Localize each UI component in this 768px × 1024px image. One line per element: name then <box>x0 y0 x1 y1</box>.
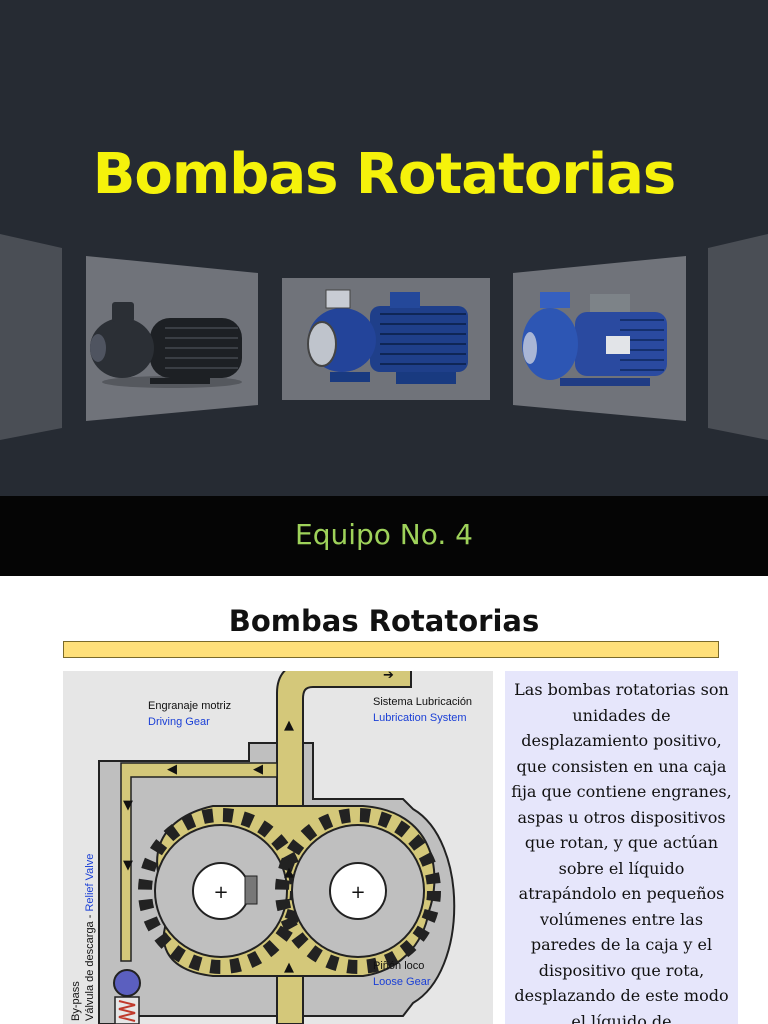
subtitle-band <box>0 496 768 576</box>
loose-gear-label-en: Loose Gear <box>373 976 431 988</box>
gear-pump-drawing: + + ➔ ▲ ◀ ◀ ▼ ▼ ▲ ▲ <box>98 671 456 1024</box>
driving-gear: + <box>138 808 304 974</box>
flow-arrow-down: ▼ <box>123 858 133 873</box>
bypass-channel <box>120 762 278 962</box>
flow-arrow-up: ▲ <box>284 960 294 975</box>
team-label: Equipo No. 4 <box>295 518 473 551</box>
bypass-label: By-pass <box>70 981 82 1021</box>
discharge-pipe <box>276 671 412 807</box>
slide-title: Bombas Rotatorias <box>92 142 677 207</box>
flow-arrow-left: ◀ <box>167 762 177 777</box>
lubrication-label-es: Sistema Lubricación <box>373 696 473 708</box>
title-slide: Bombas Rotatorias <box>0 0 768 576</box>
relief-valve-vertical-label: By-pass Válvula de descarga - Relief Val… <box>69 854 97 1021</box>
driving-gear-label-es: Engranaje motriz <box>148 700 232 712</box>
pump-image-2 <box>307 289 468 384</box>
inlet-pipe <box>276 975 304 1024</box>
valve-label-en: Relief Valve <box>84 853 96 912</box>
flow-arrow-left: ◀ <box>253 762 263 777</box>
loose-gear: + <box>275 808 441 974</box>
svg-text:+: + <box>350 882 365 903</box>
pump-image-1 <box>90 302 242 388</box>
driving-gear-label-en: Driving Gear <box>148 716 210 728</box>
pump-image-3 <box>522 292 667 386</box>
content-slide: Bombas Rotatorias + <box>0 576 768 1024</box>
lubrication-label-en: Lubrication System <box>373 712 467 724</box>
gear-pump-diagram: + + ➔ ▲ ◀ ◀ ▼ ▼ ▲ ▲ <box>63 671 493 1024</box>
relief-valve <box>113 969 141 1024</box>
gallery-panel-left <box>0 234 62 440</box>
description-box: Las bombas rotatorias son unidades de de… <box>505 671 738 1024</box>
flow-arrow-up: ▲ <box>284 718 294 733</box>
svg-text:+: + <box>213 882 228 903</box>
gallery-panel-right <box>708 234 768 440</box>
content-title: Bombas Rotatorias <box>228 604 540 638</box>
flow-arrow-up: ▲ <box>284 865 294 880</box>
description-text: Las bombas rotatorias son unidades de de… <box>511 680 732 1024</box>
flow-arrow-down: ▼ <box>123 798 133 813</box>
loose-gear-label-es: Piñón loco <box>373 960 425 972</box>
title-underline-bar <box>63 641 719 658</box>
pump-gallery <box>0 234 768 440</box>
flow-arrow-right: ➔ <box>383 671 394 683</box>
valve-label-es: Válvula de descarga - <box>84 914 96 1021</box>
